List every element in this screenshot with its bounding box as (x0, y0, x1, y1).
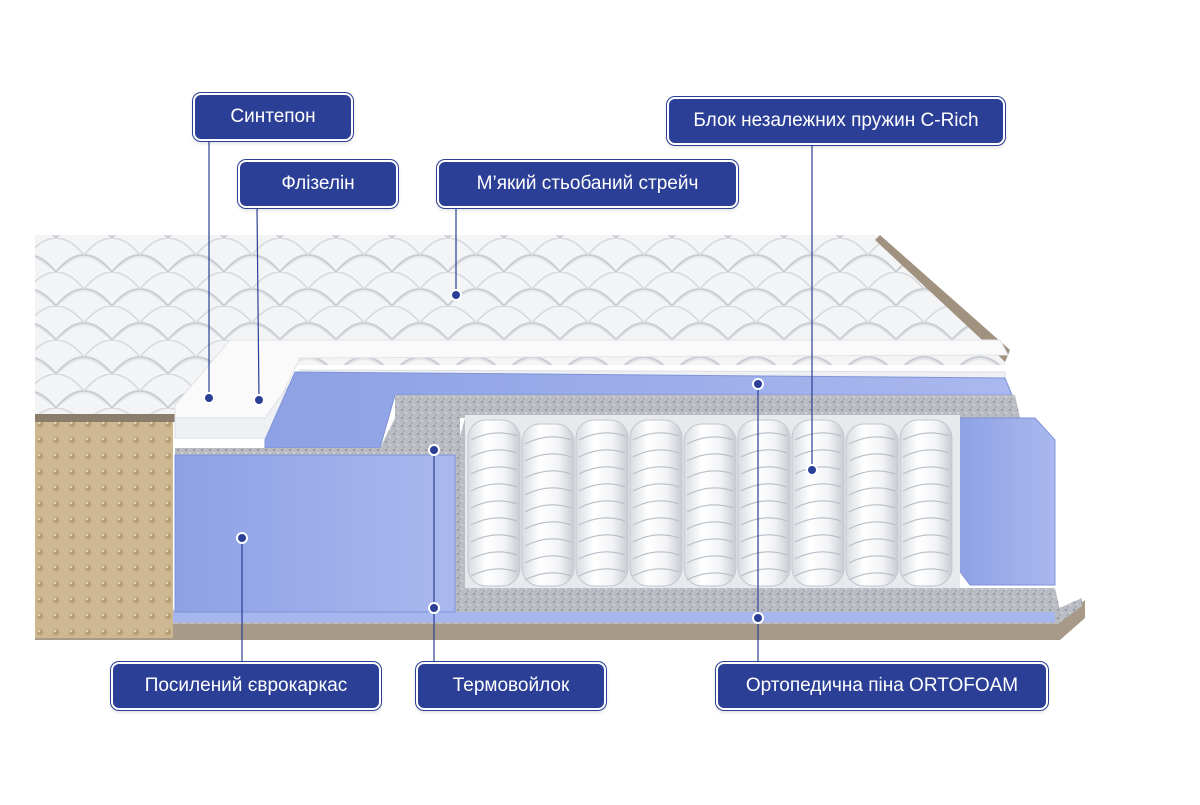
label-felt: Термовойлок (416, 662, 606, 710)
label-springs: Блок незалежних пружин C-Rich (667, 97, 1005, 145)
pocket-spring (791, 419, 845, 587)
label-foam: Ортопедична піна ORTOFOAM (716, 662, 1048, 710)
pocket-spring (899, 419, 953, 587)
pocket-spring (575, 419, 629, 587)
label-frame: Посилений єврокаркас (111, 662, 381, 710)
pocket-spring (629, 419, 683, 587)
pocket-spring (845, 423, 899, 587)
side-fabric (35, 420, 173, 638)
marker-dot (203, 289, 818, 624)
pocket-spring (683, 423, 737, 587)
pocket-spring (521, 423, 575, 587)
euro-frame-foam-block (174, 454, 456, 613)
bottom-foam-strip (170, 612, 1055, 622)
label-stretch: М’який стьобаний стрейч (437, 160, 738, 208)
top-side-edge (875, 235, 1010, 362)
pocket-spring (737, 419, 791, 587)
label-flizelin: Флізелін (238, 160, 398, 208)
pocket-spring (467, 419, 521, 587)
right-foam-block (954, 417, 1056, 586)
label-sintepon: Синтепон (193, 93, 353, 141)
top-felt-layer (395, 395, 1020, 418)
spring-block (465, 415, 960, 588)
marker-dots (203, 289, 818, 624)
